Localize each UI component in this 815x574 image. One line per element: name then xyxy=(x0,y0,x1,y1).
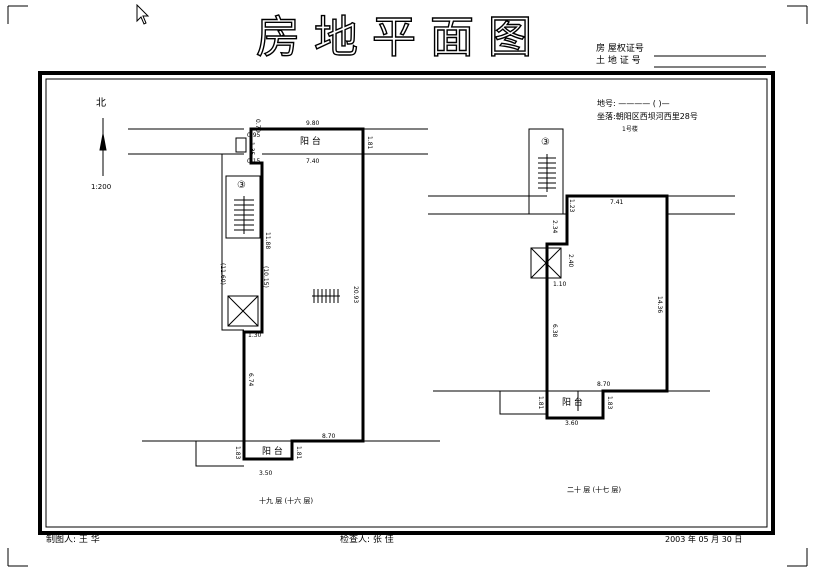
dim-bottom-r: 1.81 xyxy=(295,446,302,460)
dim-right-bottom-r: 1.83 xyxy=(606,396,613,410)
plan-right-caption: 二十 层 (十七 层) xyxy=(567,486,622,494)
dim-right-bottom-right: 8.70 xyxy=(597,381,611,388)
lot-label: 地号: ———— ( )— xyxy=(597,99,670,108)
outer-frame xyxy=(38,71,775,535)
dim-bottom-l: 1.83 xyxy=(234,446,241,460)
stair-number-right: ③ xyxy=(541,137,550,148)
dim-left-a: 0.70 xyxy=(254,119,261,133)
dim-bottom-right: 8.70 xyxy=(322,433,336,440)
land-certificate-label: 土 地 证 号 xyxy=(596,56,641,66)
plan-right-context xyxy=(428,128,735,415)
dim-step-width: 1.30 xyxy=(248,332,262,339)
balcony-right-label: 阳 台 xyxy=(562,398,583,408)
building-label: 1号楼 xyxy=(622,126,638,133)
dim-mid: 11.88 xyxy=(264,232,271,250)
stair-number-left: ③ xyxy=(237,180,246,191)
north-arrow xyxy=(99,118,107,176)
plan-right-stairs xyxy=(538,154,556,192)
scale-label: 1:200 xyxy=(91,183,112,191)
dim-right-v2: 2.34 xyxy=(551,220,558,234)
dim-top-width: 9.80 xyxy=(306,120,320,127)
dim-bottom-w: 3.50 xyxy=(259,470,273,477)
plan-right-outline xyxy=(545,194,669,420)
plan-left-hatch xyxy=(312,289,340,303)
drawer-label: 制图人: 王 华 xyxy=(46,535,100,545)
crop-marks xyxy=(7,5,808,567)
dim-top-inner: 7.40 xyxy=(306,158,320,165)
dim-right-left: 6.38 xyxy=(551,324,558,338)
dim-right-right: 14.36 xyxy=(656,296,663,314)
balcony-top-label: 阳 台 xyxy=(300,137,321,147)
drawing-title: 房地平面图 xyxy=(255,12,546,63)
dim-left-b: 1.35 xyxy=(248,142,255,156)
inner-frame xyxy=(45,78,768,528)
dim-right-v1: 1.23 xyxy=(568,199,575,213)
dim-right-bottom-l: 1.81 xyxy=(537,396,544,410)
address-label: 坐落:朝阳区西坝河西里28号 xyxy=(597,112,698,121)
dim-right-long: 20.93 xyxy=(352,286,359,304)
dim-left-d: 0.15 xyxy=(247,158,261,165)
cursor-icon xyxy=(136,4,150,25)
dim-side2: (10.15) xyxy=(262,266,269,288)
certificate-field-label: 房 屋权证号 xyxy=(596,44,644,54)
plan-left-caption: 十九 层 (十六 层) xyxy=(259,497,314,505)
dim-left-c: 0.95 xyxy=(247,132,261,139)
dim-right-short: 1.81 xyxy=(366,136,373,150)
plan-left-stairs xyxy=(234,196,254,234)
plan-left-outline xyxy=(242,127,365,461)
dim-lower-left: 6.74 xyxy=(247,373,254,387)
date-label: 2003 年 05 月 30 日 xyxy=(665,535,743,544)
dim-right-h1: 1.10 xyxy=(553,281,567,288)
north-label: 北 xyxy=(96,98,106,109)
dim-right-top: 7.41 xyxy=(610,199,624,206)
plan-left-context xyxy=(128,128,440,467)
checker-label: 检查人: 张 佳 xyxy=(340,535,394,545)
dim-side1: (11.60) xyxy=(219,263,226,285)
dim-right-bottom-w: 3.60 xyxy=(565,420,579,427)
balcony-bottom-label: 阳 台 xyxy=(262,447,283,457)
dim-right-v3: 2.40 xyxy=(567,254,574,268)
